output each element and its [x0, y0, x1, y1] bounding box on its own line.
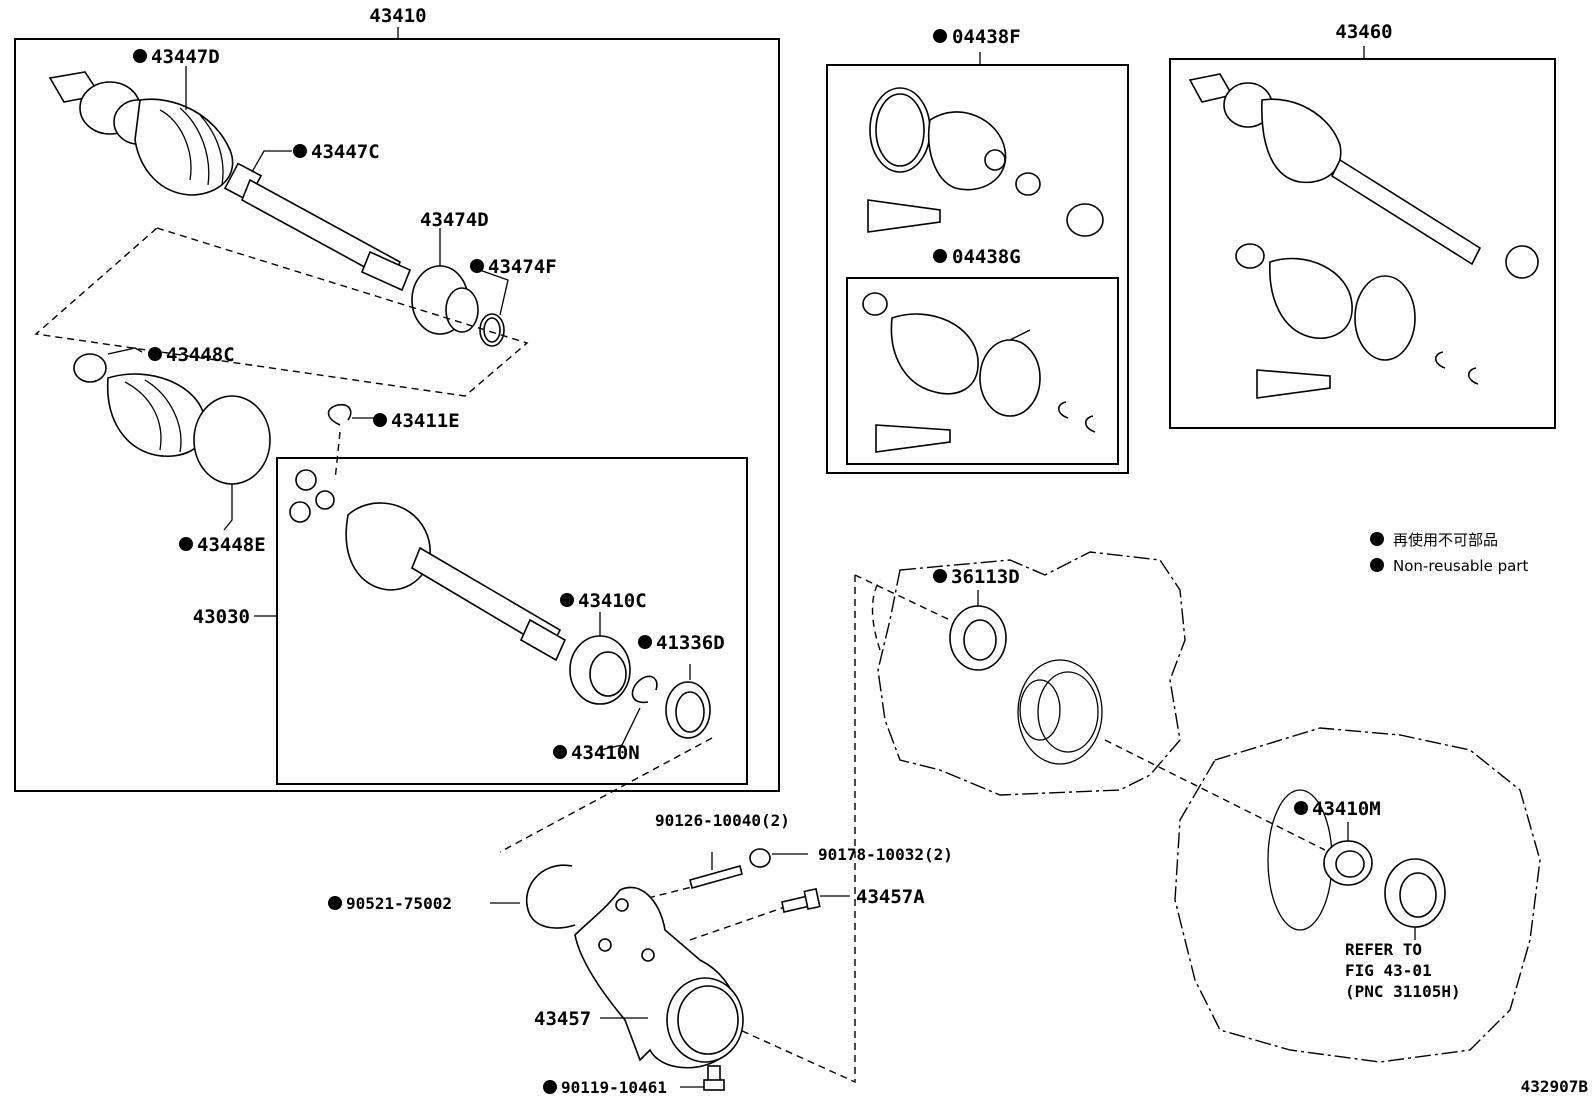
seal-41336D [665, 664, 711, 739]
group-43460-frame [1169, 58, 1556, 429]
boot-kit-outline [34, 227, 529, 397]
label-43457A: 43457A [856, 886, 925, 908]
tripod-joint [289, 469, 567, 662]
label-43410M: 43410M [1312, 798, 1381, 820]
inboard-boot-set [73, 347, 271, 531]
label-41336D: 41336D [656, 632, 725, 654]
non-reusable-marker-icon [1370, 532, 1384, 546]
alignment-line [647, 884, 701, 899]
snap-ring-43410N [599, 675, 658, 751]
non-reusable-marker-icon [148, 347, 162, 361]
non-reusable-marker-icon [1294, 801, 1308, 815]
part-labels: 43447D 43447C 43474D 43474F 43448C 43411… [133, 46, 1588, 1097]
label-36113D: 36113D [951, 566, 1020, 588]
non-reusable-marker-icon [560, 593, 574, 607]
transaxle-case [871, 551, 1541, 1063]
legend-english: Non-reusable part [1393, 557, 1528, 575]
snap-ring-43411E [327, 403, 374, 481]
legend: 再使用不可部品 Non-reusable part [1370, 531, 1528, 575]
non-reusable-marker-icon [933, 29, 947, 43]
non-reusable-marker-icon [328, 896, 342, 910]
non-reusable-marker-icon [1370, 558, 1384, 572]
refer-note-line3: (PNC 31105H) [1345, 982, 1461, 1001]
non-reusable-marker-icon [933, 569, 947, 583]
bearing-36113D [949, 605, 1007, 671]
label-43447C: 43447C [311, 141, 380, 163]
non-reusable-marker-icon [470, 259, 484, 273]
label-43447D: 43447D [151, 46, 220, 68]
non-reusable-marker-icon [293, 144, 307, 158]
group-04438F: 04438F 04438G [826, 26, 1129, 474]
alignment-line [739, 575, 856, 1084]
damper-43474D [411, 228, 479, 335]
non-reusable-marker-icon [933, 249, 947, 263]
group-04438F-frame [826, 64, 1129, 474]
non-reusable-marker-icon [133, 49, 147, 63]
label-90178: 90178-10032(2) [818, 845, 953, 864]
group-43410: 43410 [14, 5, 780, 792]
stud-90126 [689, 852, 743, 889]
group-43030-frame [276, 457, 748, 785]
alignment-line [1104, 739, 1326, 851]
bolt-90119 [680, 1065, 725, 1091]
label-04438G: 04438G [952, 246, 1021, 268]
non-reusable-marker-icon [179, 537, 193, 551]
label-43410: 43410 [369, 5, 426, 27]
non-reusable-marker-icon [553, 745, 567, 759]
figure-code: 432907B [1521, 1077, 1589, 1096]
group-43410-frame [14, 38, 780, 792]
label-43474D: 43474D [420, 209, 489, 231]
nut-90178 [749, 848, 808, 868]
non-reusable-marker-icon [638, 635, 652, 649]
alignment-line [854, 574, 951, 621]
label-90521: 90521-75002 [346, 894, 452, 913]
bearing-43410M [1323, 840, 1446, 928]
group-43460: 43460 [1169, 21, 1556, 429]
legend-japanese: 再使用不可部品 [1393, 531, 1498, 549]
label-43411E: 43411E [391, 410, 460, 432]
outboard-shaft-assembly [48, 71, 412, 292]
label-43474F: 43474F [488, 256, 557, 278]
non-reusable-marker-icon [543, 1080, 557, 1094]
label-43457: 43457 [534, 1008, 591, 1030]
label-43448C: 43448C [166, 344, 235, 366]
label-90126: 90126-10040(2) [655, 811, 790, 830]
bracket-43457 [574, 886, 744, 1069]
label-43410N: 43410N [571, 742, 640, 764]
label-43410C: 43410C [578, 590, 647, 612]
label-90119: 90119-10461 [561, 1078, 667, 1097]
label-43460: 43460 [1335, 21, 1392, 43]
label-04438F: 04438F [952, 26, 1021, 48]
clip-43474F [473, 267, 509, 347]
bolt-43457A [781, 888, 850, 913]
bearing-43410C [569, 635, 631, 705]
snap-ring-90521 [490, 864, 576, 929]
refer-note-line1: REFER TO [1345, 940, 1422, 959]
label-43030: 43030 [193, 606, 250, 628]
group-04438G-frame [846, 277, 1119, 465]
refer-note-line2: FIG 43-01 [1345, 961, 1432, 980]
non-reusable-marker-icon [373, 413, 387, 427]
label-43448E: 43448E [197, 534, 266, 556]
alignment-line [499, 737, 713, 853]
